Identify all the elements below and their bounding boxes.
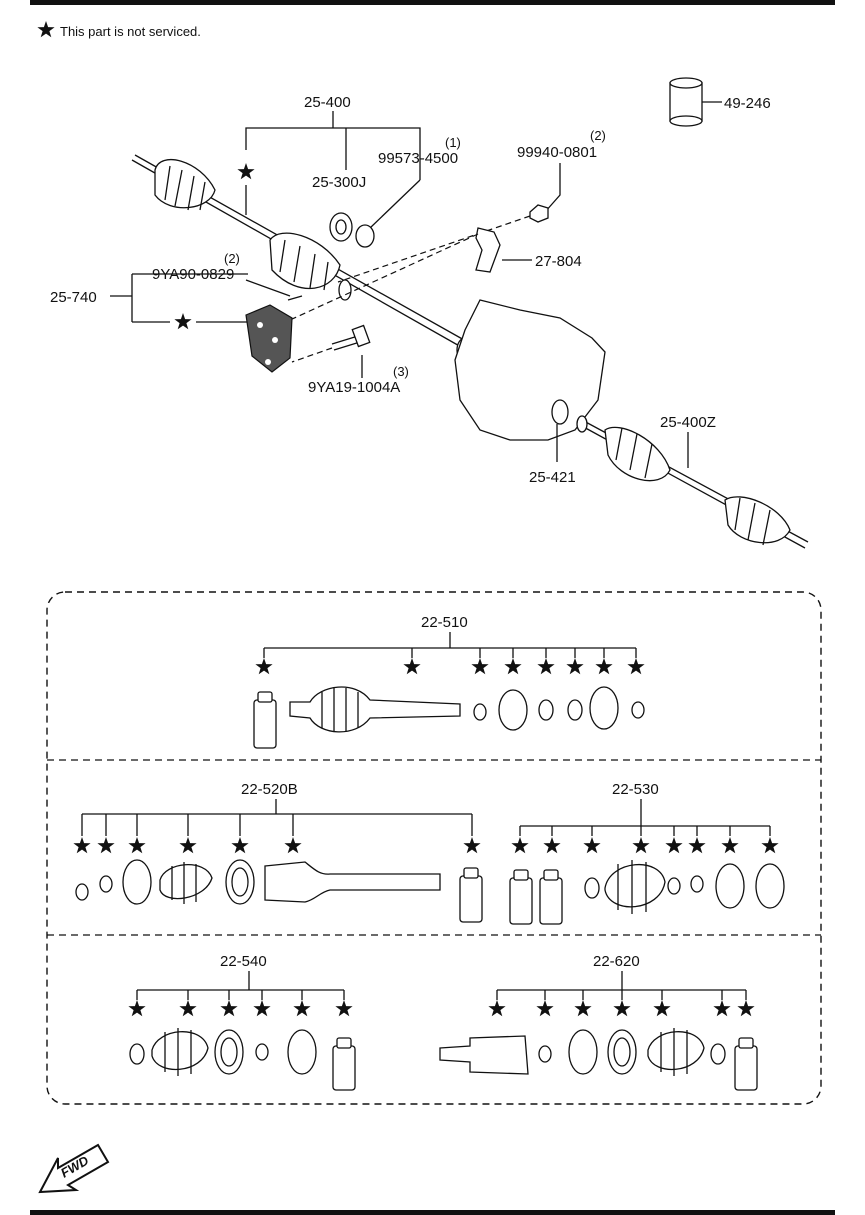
qty-99940: (2)	[590, 128, 606, 143]
label-22-530: 22-530	[612, 781, 659, 798]
label-22-520b: 22-520B	[241, 781, 298, 798]
label-9ya19-1004a: 9YA19-1004A	[308, 379, 400, 396]
transaxle-outline	[454, 299, 606, 441]
label-99940-0801: 99940-0801	[517, 144, 597, 161]
legend-note: This part is not serviced.	[60, 24, 201, 39]
kit-box	[46, 591, 822, 1105]
kit-22-530: 22-530	[509, 781, 785, 925]
right-drive-shaft	[576, 415, 809, 549]
label-25-421: 25-421	[529, 469, 576, 486]
kit-22-540: 22-540	[128, 953, 356, 1091]
star-25-400	[237, 163, 255, 180]
qty-99573: (1)	[445, 135, 461, 150]
label-9ya90-0829: 9YA90-0829	[152, 266, 234, 283]
label-25-740: 25-740	[50, 289, 97, 306]
label-22-620: 22-620	[593, 953, 640, 970]
label-22-510: 22-510	[421, 614, 468, 631]
bracket-27-804	[475, 227, 501, 273]
bearing-support-25-740	[245, 304, 293, 373]
label-49-246: 49-246	[724, 95, 771, 112]
label-25-400: 25-400	[304, 94, 351, 111]
label-25-400z: 25-400Z	[660, 414, 716, 431]
qty-9ya90: (2)	[224, 251, 240, 266]
fwd-arrow-icon: FWD	[38, 1143, 110, 1194]
kit-22-520b: 22-520B	[73, 781, 483, 923]
snap-ring-99573	[355, 224, 375, 248]
bracket-25-400	[245, 127, 421, 150]
label-99573-4500: 99573-4500	[378, 150, 458, 167]
bottom-border	[30, 1210, 835, 1215]
part-49-246	[669, 77, 703, 127]
kit-22-620: 22-620	[439, 953, 758, 1091]
nut-99940	[529, 204, 549, 223]
not-serviced-star-icon	[37, 21, 55, 38]
label-25-300j: 25-300J	[312, 174, 366, 191]
star-25-740	[174, 313, 192, 330]
top-border	[30, 0, 835, 5]
bolt-9ya19	[331, 324, 371, 351]
qty-9ya19: (3)	[393, 364, 409, 379]
label-22-540: 22-540	[220, 953, 267, 970]
left-drive-shaft	[131, 154, 474, 363]
kit-22-510: 22-510	[253, 614, 645, 749]
label-27-804: 27-804	[535, 253, 582, 270]
clip-25-421	[551, 399, 569, 425]
